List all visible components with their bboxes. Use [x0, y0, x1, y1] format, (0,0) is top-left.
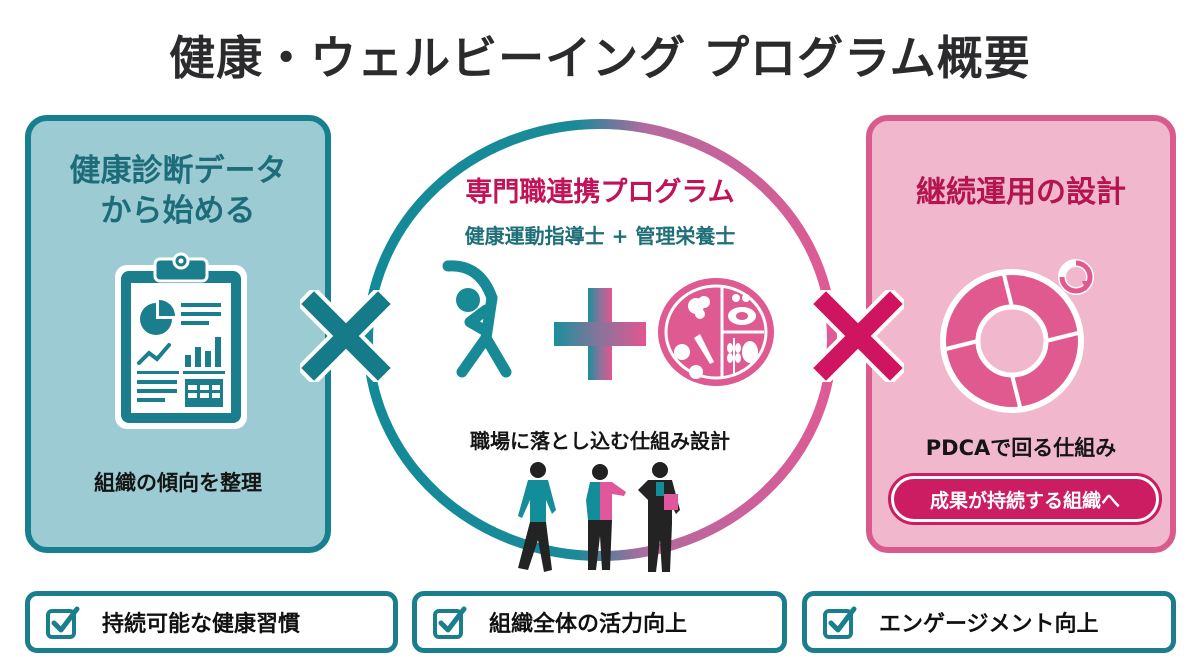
- center-caption: 職場に落とし込む仕組み設計: [470, 429, 730, 453]
- panel-continuous-operation: 継続運用の設計 PDCAで回る仕組み 成果が持続する組織へ: [866, 115, 1176, 553]
- panel-health-data: 健康診断データ から始める 組織の傾向を整理: [25, 115, 331, 553]
- stretch-exercise-icon: [442, 260, 512, 378]
- clipboard-report-icon: [115, 252, 247, 429]
- benefit-sustainable-habits: 持続可能な健康習慣: [25, 591, 398, 653]
- benefit-label: エンゲージメント向上: [879, 612, 1099, 637]
- panel-caption: PDCAで回る仕組み: [925, 436, 1117, 460]
- checkbox-checked-icon: [823, 606, 857, 639]
- panel-title: 継続運用の設計: [916, 175, 1126, 210]
- panel-title-line1: 健康診断データ: [69, 153, 287, 189]
- center-title: 専門職連携プログラム: [465, 177, 735, 208]
- benefit-label: 組織全体の活力向上: [489, 612, 688, 637]
- checkbox-checked-icon: [46, 606, 80, 639]
- panel-title: 健康診断データ から始める: [31, 151, 325, 232]
- multiply-icon: [812, 290, 904, 382]
- outcome-pill: 成果が持続する組織へ: [888, 473, 1162, 525]
- benefit-engagement: エンゲージメント向上: [802, 591, 1176, 653]
- benefit-organizational-vitality: 組織全体の活力向上: [412, 591, 787, 653]
- people-conversation-icon: [518, 462, 680, 572]
- plus-icon: [554, 288, 646, 380]
- panel-caption: 組織の傾向を整理: [94, 471, 262, 495]
- multiply-icon: [300, 290, 392, 382]
- panel-title-line2: から始める: [100, 193, 256, 230]
- benefit-label: 持続可能な健康習慣: [102, 612, 301, 637]
- pdca-cycle-icon: [940, 259, 1094, 413]
- page-title: 健康・ウェルビーイング プログラム概要: [169, 31, 1031, 85]
- center-subtitle: 健康運動指導士 + 管理栄養士: [464, 224, 736, 248]
- nutrition-plate-icon: [658, 278, 774, 386]
- checkbox-checked-icon: [433, 606, 467, 639]
